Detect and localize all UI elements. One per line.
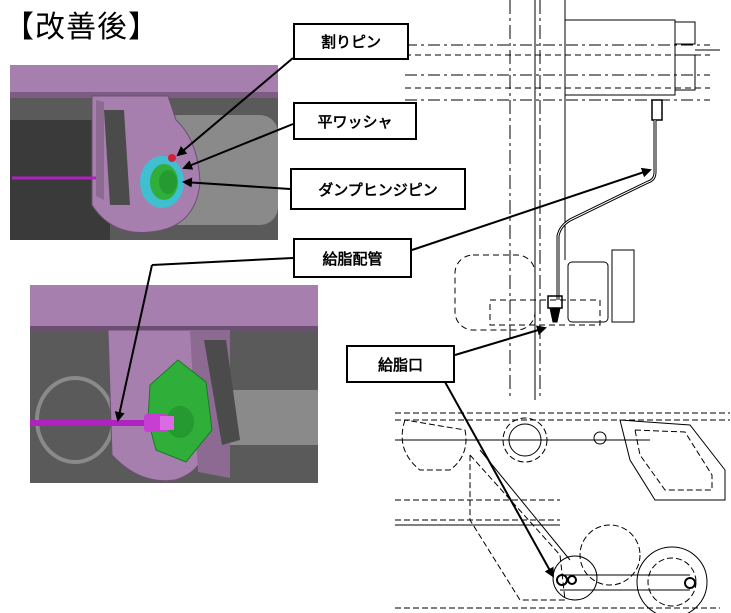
arrow-grease-port-up: [454, 325, 547, 356]
callout-grease-pipe: 給脂配管: [293, 238, 412, 278]
arrow-grease-pipe-to-drawing: [411, 167, 652, 251]
callout-cotter-pin: 割りピン: [293, 23, 409, 60]
top-3d-render: [10, 65, 278, 240]
arrow-grease-port-down: [444, 381, 554, 578]
callout-flat-washer: 平ワッシャ: [293, 102, 417, 140]
arrow-cotter-pin: [176, 57, 294, 157]
bottom-3d-render: [30, 285, 318, 483]
callout-grease-port: 給脂口: [346, 345, 455, 383]
arrow-grease-pipe-down: [114, 264, 153, 422]
arrow-flat-washer: [182, 123, 294, 170]
arrow-grease-pipe-to-3d: [151, 257, 294, 266]
arrow-dump-hinge-pin: [182, 177, 291, 190]
top-line-drawing: [405, 0, 720, 400]
page-title: 【改善後】: [4, 10, 159, 45]
leader-arrows: [114, 57, 652, 578]
callout-dump-hinge-pin: ダンプヒンジピン: [290, 168, 466, 210]
bottom-line-drawing: [395, 412, 730, 613]
